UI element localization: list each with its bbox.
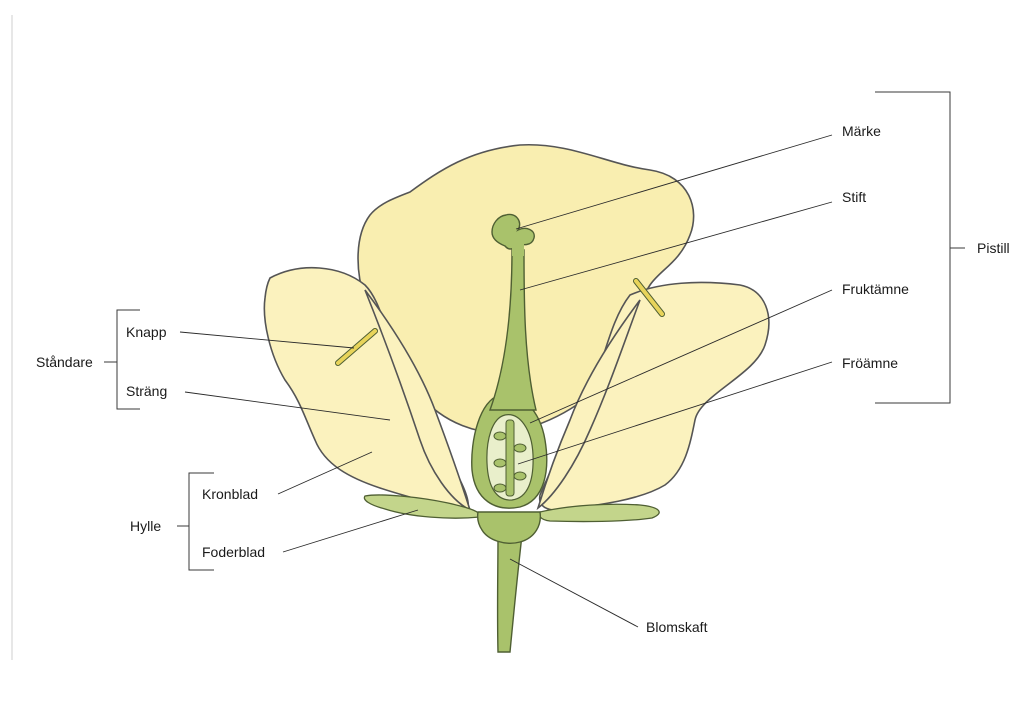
label-foderblad: Foderblad (202, 544, 265, 560)
receptacle (478, 512, 541, 543)
label-hylle: Hylle (130, 518, 161, 534)
leader-foderblad (283, 510, 418, 552)
style-top (512, 240, 524, 256)
label-fruktamne: Fruktämne (842, 281, 909, 297)
leader-blomskaft (510, 559, 638, 627)
label-kronblad: Kronblad (202, 486, 258, 502)
label-pistill: Pistill (977, 240, 1010, 256)
label-stift: Stift (842, 189, 866, 205)
label-standare: Ståndare (36, 354, 93, 370)
stem (498, 535, 522, 652)
label-froamne: Fröämne (842, 355, 898, 371)
label-marke: Märke (842, 123, 881, 139)
label-strang: Sträng (126, 383, 167, 399)
label-knapp: Knapp (126, 324, 167, 340)
label-blomskaft: Blomskaft (646, 619, 708, 635)
